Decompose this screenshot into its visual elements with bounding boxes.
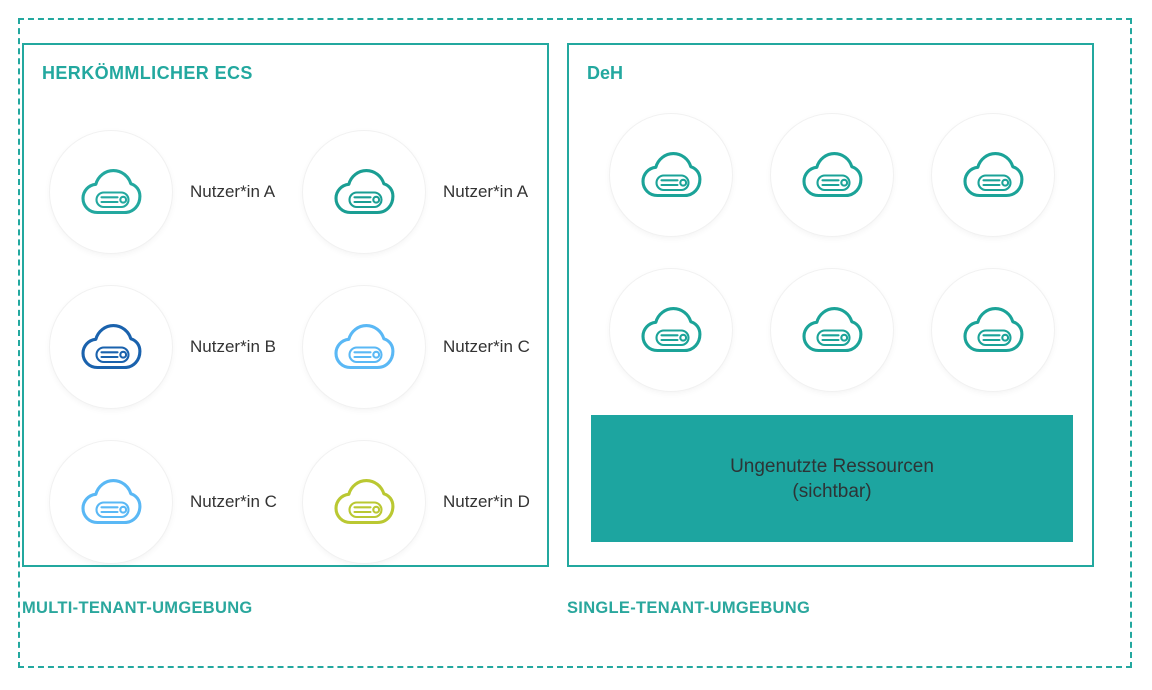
user-icon-chip-3: [303, 285, 425, 408]
caption-multi-tenant: MULTI-TENANT-UMGEBUNG: [22, 599, 253, 617]
user-icon-chip-0: [50, 130, 172, 253]
user-cell-5[interactable]: Nutzer*in D: [303, 424, 530, 579]
unused-resources-block: Ungenutzte Ressourcen (sichtbar): [591, 415, 1073, 542]
user-icon-chip-2: [50, 285, 172, 408]
user-label-5: Nutzer*in D: [443, 491, 530, 511]
panel-title-deh: DeH: [587, 63, 624, 83]
user-icon-chip-5: [303, 440, 425, 563]
caption-single-tenant: SINGLE-TENANT-UMGEBUNG: [567, 599, 811, 617]
deh-node-chip-3[interactable]: [610, 269, 733, 391]
unused-resources-label: Ungenutzte Ressourcen (sichtbar): [730, 455, 934, 502]
cloud-server-icon: [641, 152, 702, 198]
user-cell-0[interactable]: Nutzer*in A: [50, 114, 303, 269]
user-label-4: Nutzer*in C: [190, 491, 277, 511]
cloud-server-icon: [334, 168, 395, 214]
user-label-3: Nutzer*in C: [443, 336, 530, 356]
user-cell-1[interactable]: Nutzer*in A: [303, 114, 530, 269]
cloud-server-icon: [802, 152, 863, 198]
deh-node-chip-2[interactable]: [931, 114, 1054, 236]
cloud-server-icon: [963, 152, 1024, 198]
deh-node-chip-0[interactable]: [610, 114, 733, 236]
user-label-2: Nutzer*in B: [190, 336, 276, 356]
cloud-server-icon: [641, 307, 702, 353]
user-cell-2[interactable]: Nutzer*in B: [50, 269, 303, 424]
ecs-user-grid: Nutzer*in A Nutzer*in A: [50, 114, 530, 579]
user-icon-chip-1: [303, 130, 425, 253]
deh-node-chip-1[interactable]: [770, 114, 893, 236]
cloud-server-icon: [334, 323, 395, 369]
deh-node-chip-5[interactable]: [931, 269, 1054, 391]
right-column: DeH: [567, 43, 1094, 638]
cloud-server-icon: [81, 323, 142, 369]
cloud-server-icon: [81, 168, 142, 214]
cloud-server-icon: [334, 478, 395, 524]
user-icon-chip-4: [50, 440, 172, 563]
user-cell-4[interactable]: Nutzer*in C: [50, 424, 303, 579]
cloud-server-icon: [81, 478, 142, 524]
cloud-server-icon: [802, 307, 863, 353]
user-label-1: Nutzer*in A: [443, 181, 529, 201]
left-column: HERKÖMMLICHER ECS Nutzer*in A: [22, 43, 549, 638]
user-label-0: Nutzer*in A: [190, 181, 276, 201]
deh-panel: DeH: [567, 43, 1094, 567]
user-cell-3[interactable]: Nutzer*in C: [303, 269, 530, 424]
traditional-ecs-panel: HERKÖMMLICHER ECS Nutzer*in A: [22, 43, 549, 567]
deh-node-grid: [591, 114, 1073, 424]
outer-dashed-border: [18, 18, 1132, 668]
panel-title-traditional-ecs: HERKÖMMLICHER ECS: [42, 63, 253, 83]
deh-node-chip-4[interactable]: [770, 269, 893, 391]
cloud-server-icon: [963, 307, 1024, 353]
